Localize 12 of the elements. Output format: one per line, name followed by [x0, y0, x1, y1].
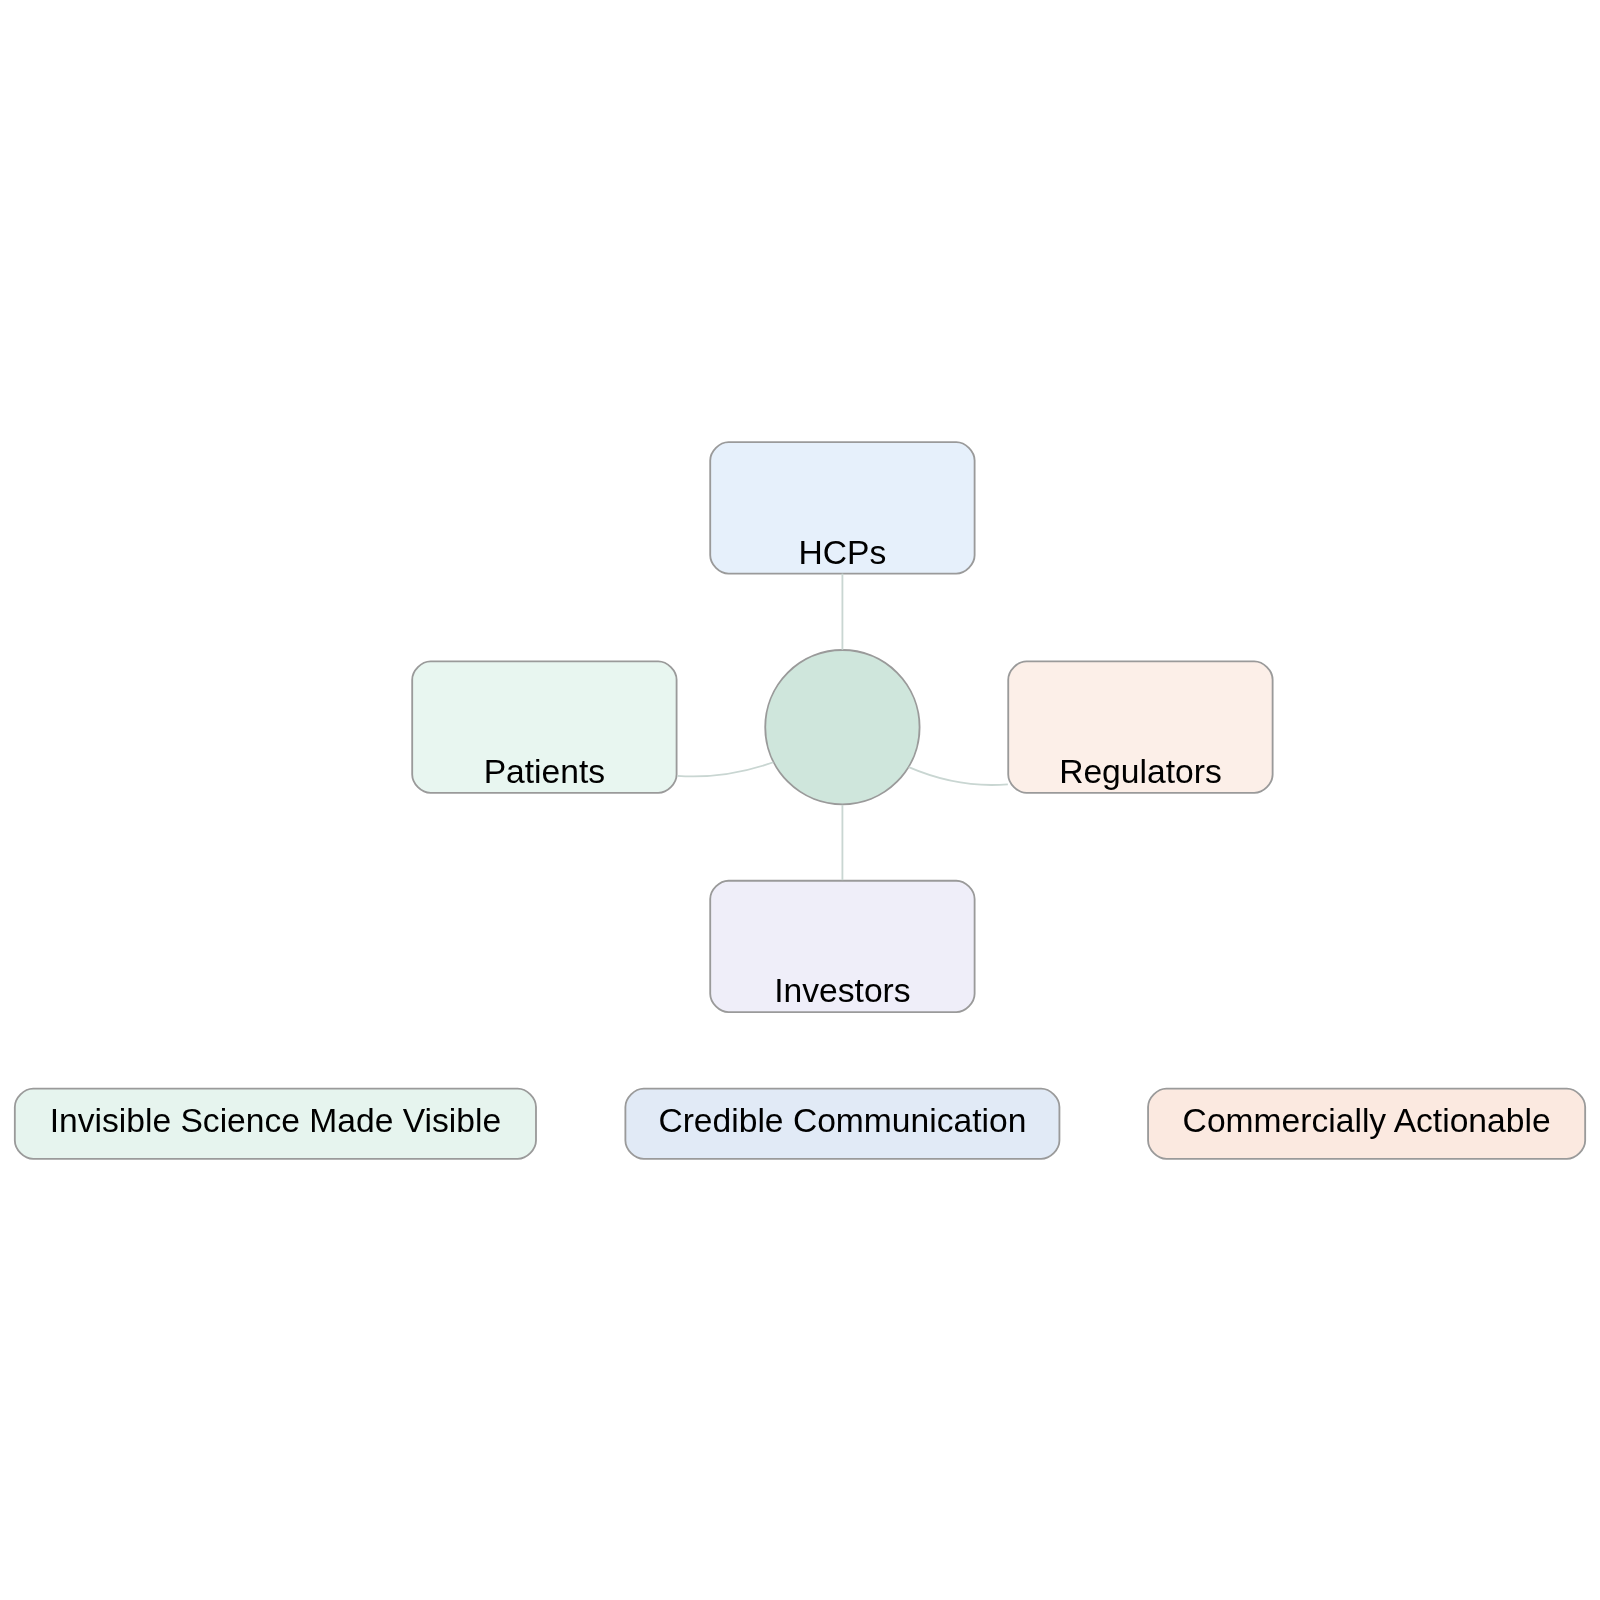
connector	[841, 572, 844, 651]
connector	[676, 760, 775, 777]
node-box: Regulators	[1007, 660, 1274, 794]
connector	[841, 803, 844, 881]
node-box: Commercially Actionable	[1147, 1087, 1587, 1160]
node-box: Invisible Science Made Visible	[13, 1087, 537, 1160]
connector	[907, 765, 1009, 786]
node-circle	[764, 648, 921, 805]
node-box: Patients	[411, 660, 678, 794]
node-box: Investors	[709, 879, 976, 1013]
node-box: Credible Communication	[624, 1087, 1061, 1160]
node-box: HCPs	[709, 440, 976, 574]
